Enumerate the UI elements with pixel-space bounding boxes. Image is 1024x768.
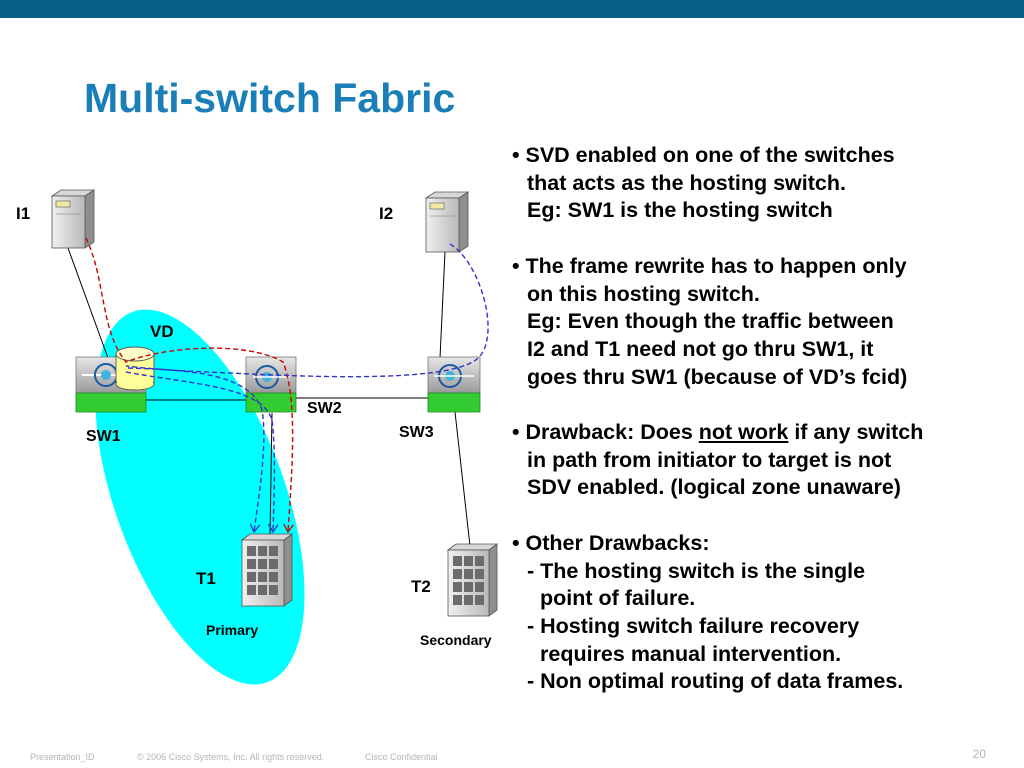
logical-zone bbox=[95, 309, 305, 685]
label-vd: VD bbox=[150, 322, 174, 341]
link-i1-sw1 bbox=[67, 247, 109, 359]
link-sw3-t2 bbox=[454, 411, 471, 547]
bullet-2-line-4: I2 and T1 need not go thru SW1, it bbox=[527, 336, 874, 361]
spacer bbox=[512, 502, 1017, 530]
bullet-1-line-2: that acts as the hosting switch. bbox=[527, 170, 846, 195]
server-i2[interactable] bbox=[424, 191, 470, 253]
label-sw3: SW3 bbox=[399, 424, 434, 441]
blue-path-i2-sw1 bbox=[125, 243, 489, 378]
bullet-4-line-3: point of failure. bbox=[540, 586, 696, 611]
bullet-4-line-6: - Non optimal routing of data frames. bbox=[527, 669, 904, 694]
label-i2: I2 bbox=[379, 204, 393, 223]
bullet-2-line-2: on this hosting switch. bbox=[527, 281, 760, 306]
link-i2-sw3 bbox=[439, 251, 446, 359]
label-secondary: Secondary bbox=[420, 632, 492, 648]
bullet-list: • SVD enabled on one of the switches tha… bbox=[512, 142, 1017, 696]
switch-sw3[interactable] bbox=[427, 356, 481, 413]
bullet-3-line-1: • Drawback: Does not work if any switch bbox=[512, 419, 1017, 447]
spacer bbox=[512, 225, 1017, 253]
storage-t2[interactable] bbox=[446, 543, 499, 617]
blue-path-vd-t1 bbox=[127, 367, 265, 532]
server-i1[interactable] bbox=[50, 189, 96, 249]
red-path-i1-t1 bbox=[85, 237, 293, 532]
links bbox=[67, 247, 471, 547]
label-sw1: SW1 bbox=[86, 428, 121, 445]
bullet-2-line-3: Eg: Even though the traffic between bbox=[527, 309, 894, 334]
bullet-2-line-5: goes thru SW1 (because of VD’s fcid) bbox=[527, 364, 908, 389]
slide-title: Multi-switch Fabric bbox=[84, 75, 456, 121]
spacer bbox=[512, 391, 1017, 419]
label-t1: T1 bbox=[196, 569, 216, 588]
bullet-1-line-3: Eg: SW1 is the hosting switch bbox=[527, 198, 833, 223]
label-i1: I1 bbox=[16, 204, 30, 223]
link-sw2-t1 bbox=[269, 412, 273, 537]
footer-copyright: © 2006 Cisco Systems, Inc. All rights re… bbox=[137, 752, 325, 762]
label-primary: Primary bbox=[206, 622, 258, 638]
bullet-2-line-1: • The frame rewrite has to happen only bbox=[512, 253, 907, 278]
bullet-4-line-4: - Hosting switch failure recovery bbox=[527, 613, 860, 638]
bullet-3-line-3: SDV enabled. (logical zone unaware) bbox=[527, 475, 901, 500]
footer-confidential: Cisco Confidential bbox=[365, 752, 438, 762]
bullet-4-line-5: requires manual intervention. bbox=[540, 641, 842, 666]
blue-path-sw1-t1 bbox=[125, 371, 274, 532]
storage-t1[interactable] bbox=[240, 533, 294, 607]
page-number: 20 bbox=[972, 747, 986, 761]
bullet-3-suffix: if any switch bbox=[788, 420, 924, 444]
label-sw2: SW2 bbox=[307, 400, 342, 417]
bullet-4-line-1: • Other Drawbacks: bbox=[512, 530, 710, 555]
header-bar bbox=[0, 0, 1024, 18]
label-t2: T2 bbox=[411, 577, 431, 596]
bullet-4-line-2: - The hosting switch is the single bbox=[527, 558, 866, 583]
bullet-1-line-1: • SVD enabled on one of the switches bbox=[512, 143, 895, 167]
bullet-3-line-2: in path from initiator to target is not bbox=[527, 447, 892, 472]
footer-presentation-id: Presentation_ID bbox=[30, 752, 95, 762]
bullet-3-prefix: • Drawback: Does bbox=[512, 420, 699, 444]
bullet-3-underlined: not work bbox=[698, 420, 789, 444]
